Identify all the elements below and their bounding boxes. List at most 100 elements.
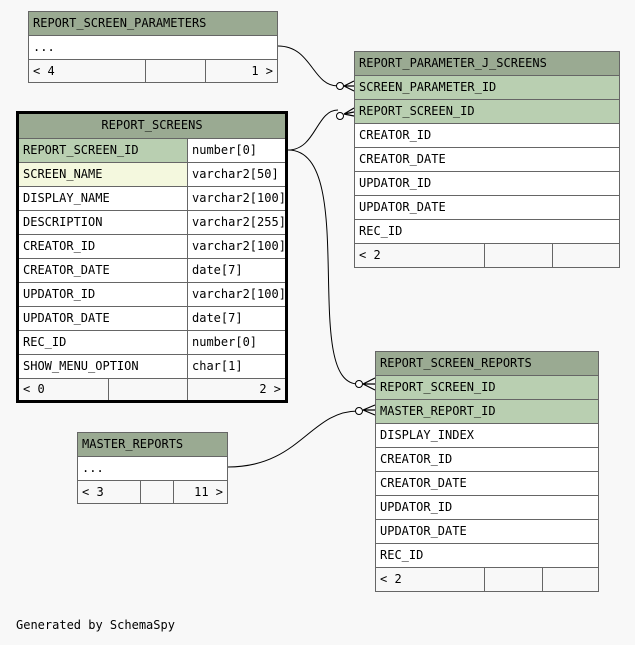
parent-count: < 2: [380, 572, 402, 586]
column-type: date[7]: [187, 259, 285, 282]
crowfoot-arrow: [343, 80, 355, 92]
column-name: CREATOR_DATE: [359, 152, 446, 166]
table-row: REC_ID number[0]: [19, 331, 285, 355]
crowfoot-circle: [336, 82, 344, 90]
column-name: DISPLAY_INDEX: [380, 428, 474, 442]
parent-count: < 0: [23, 382, 45, 396]
table-row: SHOW_MENU_OPTION char[1]: [19, 355, 285, 379]
edge-master-reports-to-screen-reports: [227, 410, 359, 468]
table-row: CREATOR_ID varchar2[100]: [19, 235, 285, 259]
footer-spacer: [140, 481, 173, 503]
table-title: REPORT_SCREENS: [101, 118, 203, 132]
column-type: varchar2[100]: [187, 283, 285, 306]
column-type: varchar2[50]: [187, 163, 285, 186]
column-name: UPDATOR_DATE: [23, 311, 110, 325]
table-row: CREATOR_DATE: [355, 148, 619, 172]
table-row: REC_ID: [355, 220, 619, 244]
footer-spacer: [484, 244, 552, 267]
parent-count: < 4: [33, 64, 55, 78]
table-row: REC_ID: [376, 544, 598, 568]
table-header: REPORT_SCREEN_REPORTS: [376, 352, 598, 376]
table-title: MASTER_REPORTS: [82, 437, 184, 451]
column-type: number[0]: [187, 331, 285, 354]
table-footer: < 2: [355, 244, 619, 267]
table-footer: < 3 11 >: [78, 481, 227, 503]
column-name: CREATOR_ID: [380, 452, 453, 466]
column-name: REC_ID: [380, 548, 424, 562]
table-row: ...: [78, 457, 227, 481]
table-row: UPDATOR_DATE: [355, 196, 619, 220]
column-name: CREATOR_DATE: [380, 476, 467, 490]
table-footer: < 4 1 >: [29, 60, 277, 82]
child-count: 1 >: [205, 60, 277, 82]
table-report-screens[interactable]: REPORT_SCREENS REPORT_SCREEN_ID number[0]…: [16, 111, 288, 403]
table-row: CREATOR_DATE date[7]: [19, 259, 285, 283]
column-name: UPDATOR_ID: [380, 500, 453, 514]
table-row: MASTER_REPORT_ID: [376, 400, 598, 424]
table-row: REPORT_SCREEN_ID: [376, 376, 598, 400]
column-name: UPDATOR_DATE: [380, 524, 467, 538]
table-title: REPORT_SCREEN_PARAMETERS: [33, 16, 207, 30]
column-type: number[0]: [187, 139, 285, 162]
edge-screens-to-j-screens: [287, 109, 339, 151]
edge-parameters-to-j-screens: [277, 45, 339, 87]
table-title: REPORT_PARAMETER_J_SCREENS: [359, 56, 547, 70]
table-row: DISPLAY_NAME varchar2[100]: [19, 187, 285, 211]
crowfoot-arrow: [343, 107, 355, 117]
table-title: REPORT_SCREEN_REPORTS: [380, 356, 532, 370]
table-row: UPDATOR_DATE: [376, 520, 598, 544]
table-row: REPORT_SCREEN_ID: [355, 100, 619, 124]
table-report-screen-parameters[interactable]: REPORT_SCREEN_PARAMETERS ... < 4 1 >: [28, 11, 278, 83]
table-master-reports[interactable]: MASTER_REPORTS ... < 3 11 >: [77, 432, 228, 504]
crowfoot-circle: [336, 112, 344, 120]
column-name: UPDATOR_DATE: [359, 200, 446, 214]
column-type: varchar2[255]: [187, 211, 285, 234]
table-row: SCREEN_PARAMETER_ID: [355, 76, 619, 100]
column-type: char[1]: [187, 355, 285, 378]
crowfoot-arrow: [362, 404, 376, 416]
crowfoot-circle: [355, 380, 363, 388]
column-name: SHOW_MENU_OPTION: [23, 359, 139, 373]
collapsed-columns: ...: [82, 461, 104, 475]
collapsed-columns: ...: [33, 40, 55, 54]
column-type: varchar2[100]: [187, 235, 285, 258]
table-footer: < 2: [376, 568, 598, 591]
footer-spacer: [484, 568, 542, 591]
table-row: DISPLAY_INDEX: [376, 424, 598, 448]
table-row: CREATOR_ID: [355, 124, 619, 148]
column-name: REPORT_SCREEN_ID: [23, 143, 139, 157]
column-type: varchar2[100]: [187, 187, 285, 210]
crowfoot-arrow: [362, 377, 376, 391]
column-name: CREATOR_DATE: [23, 263, 110, 277]
table-header: REPORT_PARAMETER_J_SCREENS: [355, 52, 619, 76]
table-row: REPORT_SCREEN_ID number[0]: [19, 139, 285, 163]
column-name: REPORT_SCREEN_ID: [380, 380, 496, 394]
column-name: DISPLAY_NAME: [23, 191, 110, 205]
table-footer: < 0 2 >: [19, 379, 285, 400]
edge-screens-to-screen-reports: [287, 149, 359, 385]
column-name: CREATOR_ID: [23, 239, 96, 253]
footer-spacer: [108, 379, 187, 400]
parent-count: < 2: [359, 248, 381, 262]
column-name: SCREEN_PARAMETER_ID: [359, 80, 497, 94]
column-name: UPDATOR_ID: [23, 287, 96, 301]
table-header: REPORT_SCREEN_PARAMETERS: [29, 12, 277, 36]
column-name: MASTER_REPORT_ID: [380, 404, 496, 418]
column-name: REC_ID: [23, 335, 67, 349]
table-header: MASTER_REPORTS: [78, 433, 227, 457]
table-row: CREATOR_ID: [376, 448, 598, 472]
table-row: UPDATOR_ID: [355, 172, 619, 196]
table-row: ...: [29, 36, 277, 60]
footer-spacer: [145, 60, 205, 82]
table-header: REPORT_SCREENS: [19, 114, 285, 139]
child-count: [552, 244, 619, 267]
column-name: REC_ID: [359, 224, 403, 238]
child-count: 2 >: [187, 379, 285, 400]
child-count: [542, 568, 598, 591]
table-report-screen-reports[interactable]: REPORT_SCREEN_REPORTS REPORT_SCREEN_ID M…: [375, 351, 599, 592]
table-row: UPDATOR_ID: [376, 496, 598, 520]
table-row: CREATOR_DATE: [376, 472, 598, 496]
table-report-parameter-j-screens[interactable]: REPORT_PARAMETER_J_SCREENS SCREEN_PARAME…: [354, 51, 620, 268]
